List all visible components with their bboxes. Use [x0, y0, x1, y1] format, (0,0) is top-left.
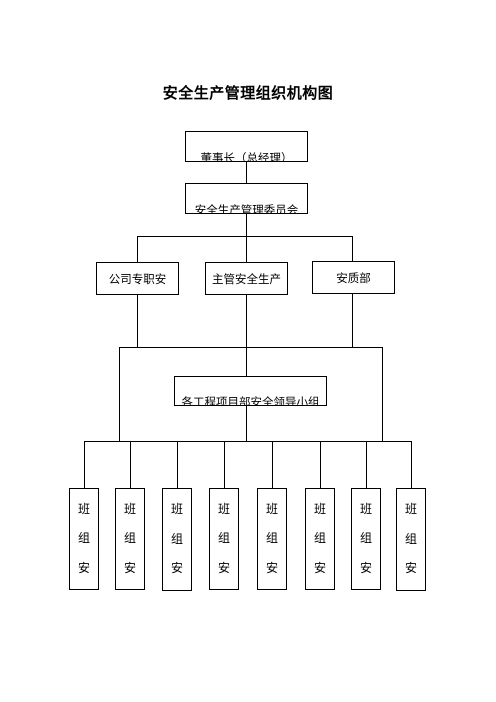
team-box-5: 班 组 安 [257, 488, 287, 590]
team-2-char-2: 组 [123, 531, 136, 546]
team-5-char-3: 安 [265, 560, 278, 575]
team-box-4: 班 组 安 [209, 488, 239, 590]
team-box-7: 班 组 安 [351, 488, 381, 590]
safety-committee-label: 安全生产管理委员会 [194, 203, 299, 214]
team-box-2: 班 组 安 [115, 488, 145, 590]
team-box-1: 班 组 安 [69, 488, 99, 590]
team-6-char-2: 组 [313, 531, 326, 546]
safety-manager-label: 主管安全生产 [212, 271, 281, 286]
chairman-label: 董事长（总经理） [200, 151, 293, 162]
team-8-char-1: 班 [404, 502, 417, 516]
team-1-char-1: 班 [77, 502, 90, 516]
team-5-char-2: 组 [265, 531, 278, 546]
team-box-8: 班 组 安 [396, 488, 426, 591]
team-7-char-2: 组 [359, 531, 372, 546]
team-4-char-1: 班 [217, 502, 230, 516]
team-1-char-2: 组 [77, 531, 90, 546]
safety-officer-label: 公司专职安 [108, 271, 167, 286]
team-box-6: 班 组 安 [305, 488, 335, 590]
team-4-char-2: 组 [217, 531, 230, 546]
team-box-3: 班 组 安 [162, 488, 192, 591]
chairman-box: 董事长（总经理） [185, 131, 308, 162]
team-5-char-1: 班 [265, 502, 278, 516]
safety-committee-box: 安全生产管理委员会 [185, 183, 308, 214]
project-team-box: 各工程项目部安全领导小组 [174, 376, 327, 406]
team-6-char-1: 班 [313, 502, 326, 516]
team-8-char-3: 安 [404, 561, 417, 576]
team-3-char-2: 组 [170, 531, 183, 546]
quality-dept-label: 安质部 [336, 270, 371, 285]
safety-manager-box: 主管安全生产 [205, 262, 288, 295]
safety-officer-box: 公司专职安 [96, 262, 179, 295]
team-2-char-3: 安 [123, 560, 136, 575]
team-1-char-3: 安 [77, 560, 90, 575]
quality-dept-box: 安质部 [312, 261, 395, 294]
team-2-char-1: 班 [123, 502, 136, 516]
team-6-char-3: 安 [313, 560, 326, 575]
team-8-char-2: 组 [404, 531, 417, 546]
project-team-label: 各工程项目部安全领导小组 [181, 395, 320, 406]
team-3-char-1: 班 [170, 502, 183, 516]
chart-title: 安全生产管理组织机构图 [162, 84, 334, 102]
team-4-char-3: 安 [217, 560, 230, 575]
team-7-char-1: 班 [359, 502, 372, 516]
team-7-char-3: 安 [359, 560, 372, 575]
team-3-char-3: 安 [170, 561, 183, 576]
